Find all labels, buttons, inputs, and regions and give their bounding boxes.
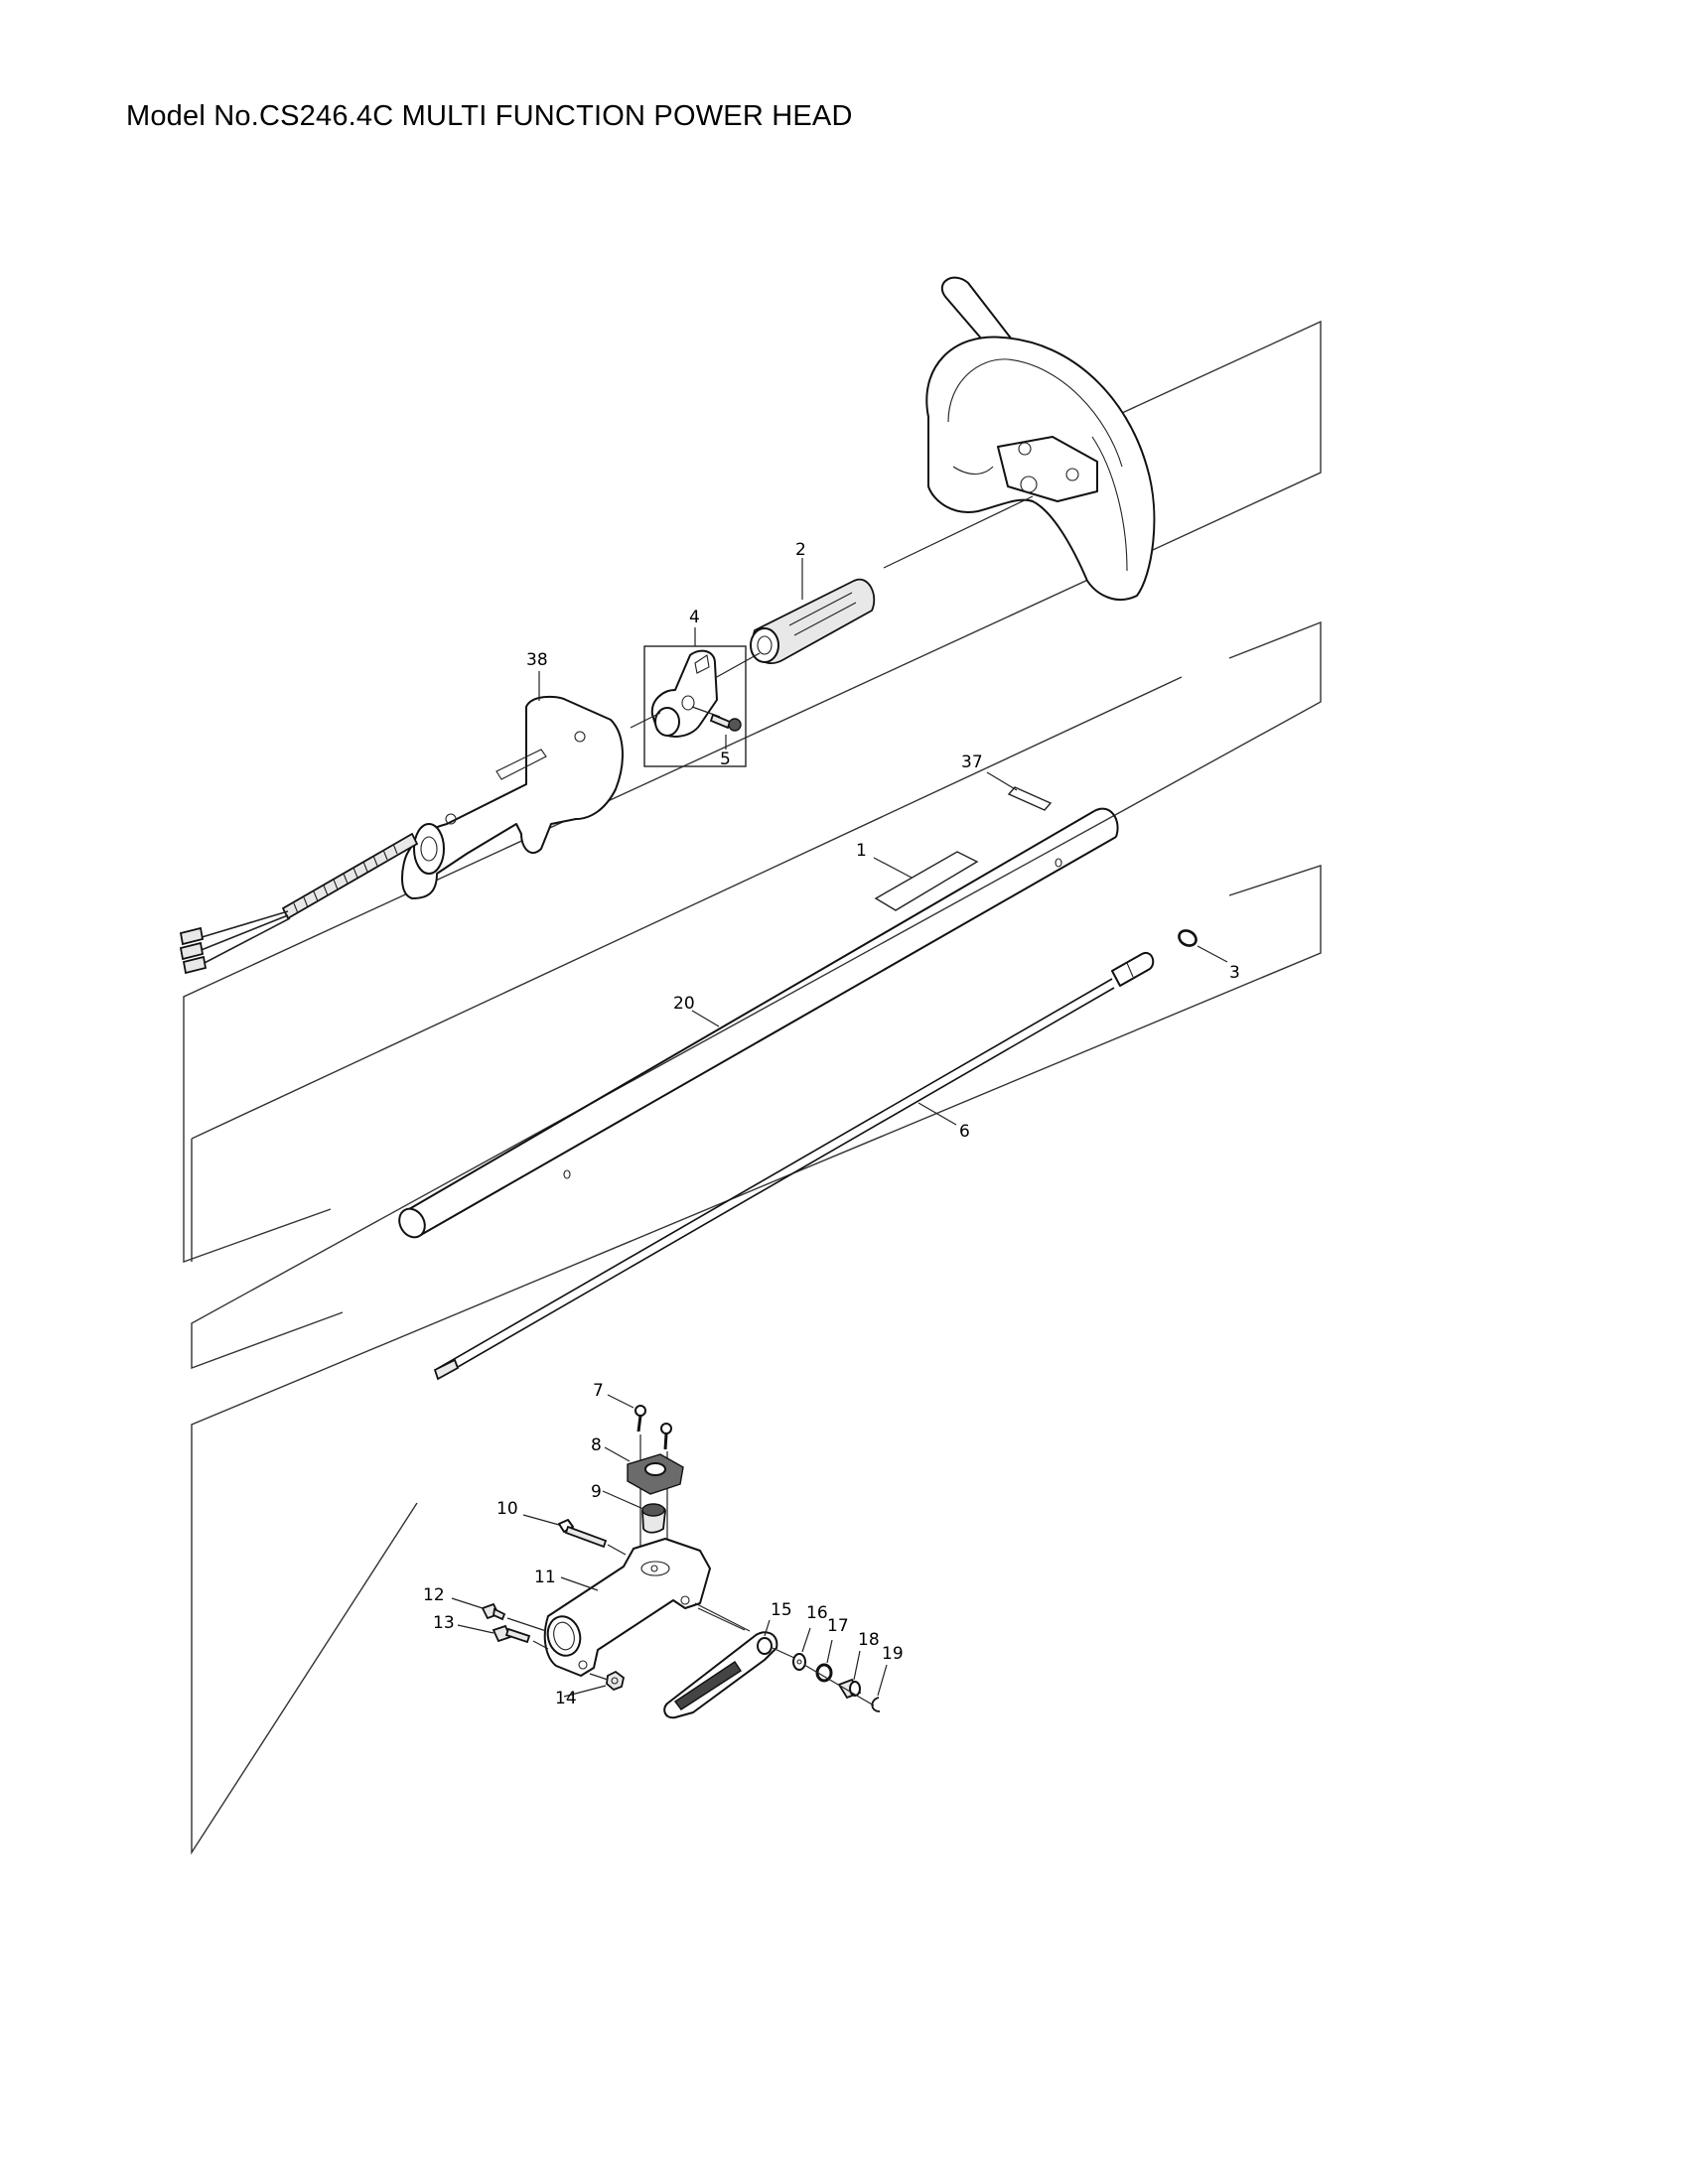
callout-10: 10 (496, 1499, 518, 1519)
callout-6: 20 (673, 994, 695, 1014)
callout-38: 38 (526, 650, 548, 670)
callout-18: 18 (858, 1630, 880, 1650)
grip-part-2[interactable]: 2 (750, 540, 876, 665)
nut-part-14[interactable]: 14 (555, 1670, 626, 1708)
clamp-screw-part-5[interactable]: 5 (691, 706, 742, 769)
coupler-housing-part-11[interactable]: 11 (534, 1538, 711, 1677)
frame-upper-right (183, 320, 1322, 1263)
drive-shaft-part-3[interactable]: 6 (433, 951, 1155, 1381)
callout-1: 1 (856, 841, 867, 861)
frame-upper-top-edge (191, 676, 1183, 1140)
label-part-1[interactable]: 1 (856, 841, 979, 911)
washer-part-16[interactable]: 16 (792, 1603, 828, 1671)
label-part-37[interactable]: 37 (961, 752, 1053, 811)
cover-part-8[interactable]: 8 (591, 1435, 684, 1495)
bolt-part-10[interactable]: 10 (496, 1499, 627, 1556)
callout-13: 13 (433, 1613, 455, 1633)
axis-lever-pin (803, 1664, 875, 1706)
axis-handle-to-clamp (630, 712, 661, 729)
callout-2: 2 (795, 540, 806, 560)
screw-part-7[interactable]: 7 (593, 1381, 672, 1450)
knob-part-9[interactable]: 9 (591, 1482, 666, 1534)
circlip-part-20[interactable]: 3 (1177, 927, 1240, 983)
assembly-frames (183, 320, 1322, 1855)
axis-housing-to-lever (694, 1602, 751, 1632)
handle-clamp-part-4[interactable]: 4 (643, 608, 747, 767)
assembly-axis-upper (883, 495, 1034, 569)
lever-part-15[interactable]: 15 (663, 1600, 795, 1719)
callout-9: 9 (591, 1482, 602, 1502)
callout-4: 4 (689, 608, 700, 627)
axis-clamp-to-grip (714, 652, 761, 679)
shaft-tube-part-6[interactable]: 20 (394, 807, 1119, 1242)
callout-14: 14 (555, 1689, 577, 1708)
e-ring-part-19[interactable]: 19 (871, 1644, 904, 1712)
page-title: Model No.CS246.4C MULTI FUNCTION POWER H… (126, 100, 853, 132)
callout-7: 7 (593, 1381, 604, 1401)
callout-19: 19 (882, 1644, 904, 1664)
callout-11: 11 (534, 1568, 556, 1587)
callout-16: 16 (806, 1603, 828, 1623)
callout-37: 37 (961, 752, 983, 772)
loop-handle[interactable] (925, 276, 1156, 601)
callout-20: 3 (1229, 963, 1240, 983)
frame-middle (191, 620, 1322, 1370)
callout-12: 12 (423, 1585, 445, 1605)
socket-bolt-part-13[interactable]: 13 (433, 1613, 549, 1650)
callout-17: 17 (827, 1616, 849, 1636)
socket-bolt-part-12[interactable]: 12 (423, 1585, 547, 1632)
frame-lower (191, 865, 1322, 1855)
spring-ring-part-17[interactable]: 17 (815, 1616, 849, 1683)
collar-part-18[interactable]: 18 (837, 1630, 880, 1700)
callout-8: 8 (591, 1435, 602, 1455)
rear-handle-part-38[interactable]: 38 (179, 650, 624, 975)
callout-3: 6 (959, 1122, 970, 1142)
callout-5: 5 (720, 750, 731, 769)
callout-15: 15 (771, 1600, 792, 1620)
